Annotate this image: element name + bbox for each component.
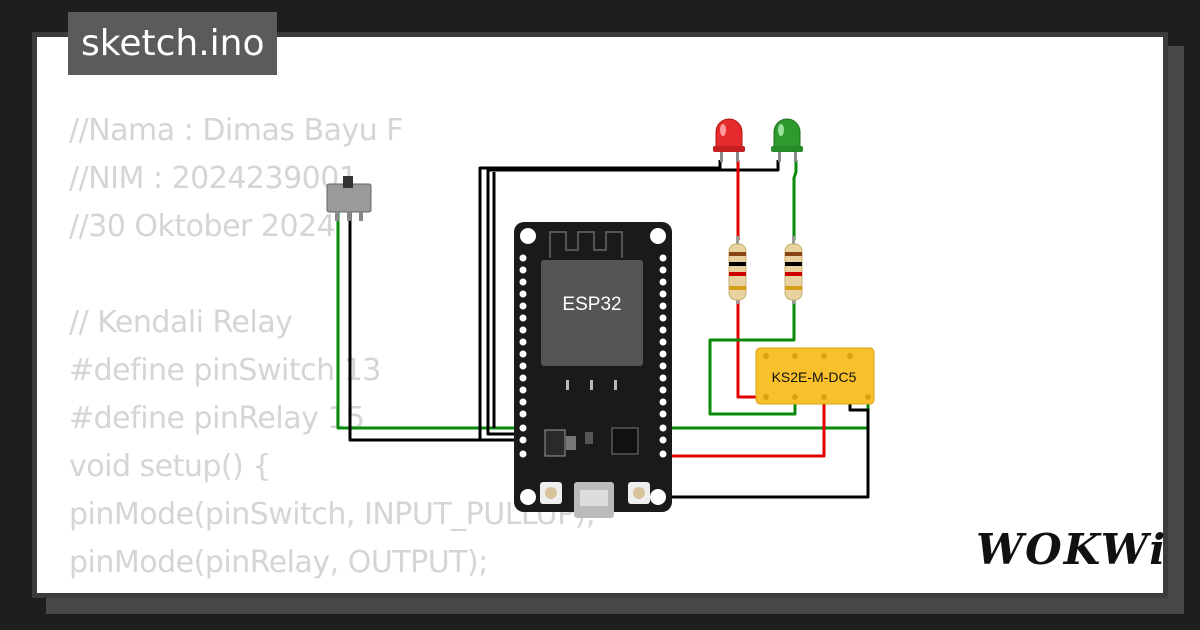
esp32-chip-label: ESP32 bbox=[562, 294, 621, 315]
code-line: pinMode(pinRelay, OUTPUT); bbox=[69, 545, 488, 580]
wires bbox=[336, 160, 870, 499]
code-line: //30 Oktober 2024 bbox=[69, 209, 336, 244]
sketch-filename-tab[interactable]: sketch.ino bbox=[68, 12, 278, 75]
wire-led-red-gnd[interactable] bbox=[478, 160, 722, 442]
code-line: // Kendali Relay bbox=[69, 305, 293, 340]
code-line: void setup() { bbox=[69, 449, 271, 484]
code-line: #define pinSwitch 13 bbox=[69, 353, 381, 388]
wire-led-green-resistor[interactable] bbox=[792, 160, 798, 240]
code-line: //Nama : Dimas Bayu F bbox=[69, 113, 404, 148]
wire-resistor2-relay[interactable] bbox=[708, 300, 797, 416]
relay-label: KS2E-M-DC5 bbox=[772, 369, 857, 385]
slide-switch-icon[interactable] bbox=[326, 176, 372, 221]
led-red-icon[interactable] bbox=[713, 118, 745, 162]
wokwi-logo: WOKWi bbox=[976, 525, 1168, 574]
code-line: #define pinRelay 15 bbox=[69, 401, 365, 436]
code-background: //Nama : Dimas Bayu F //NIM : 2024239001… bbox=[69, 107, 596, 593]
esp32-board-icon[interactable] bbox=[514, 222, 672, 518]
resistor-icon[interactable] bbox=[728, 236, 747, 304]
wire-switch-black[interactable] bbox=[348, 210, 522, 442]
relay-icon[interactable] bbox=[755, 347, 875, 405]
resistor-icon[interactable] bbox=[784, 236, 803, 304]
led-green-icon[interactable] bbox=[771, 118, 803, 162]
wire-led-green-gnd[interactable] bbox=[486, 160, 780, 436]
wire-switch-green[interactable] bbox=[336, 210, 522, 430]
wire-relay-3v3[interactable] bbox=[666, 397, 826, 458]
